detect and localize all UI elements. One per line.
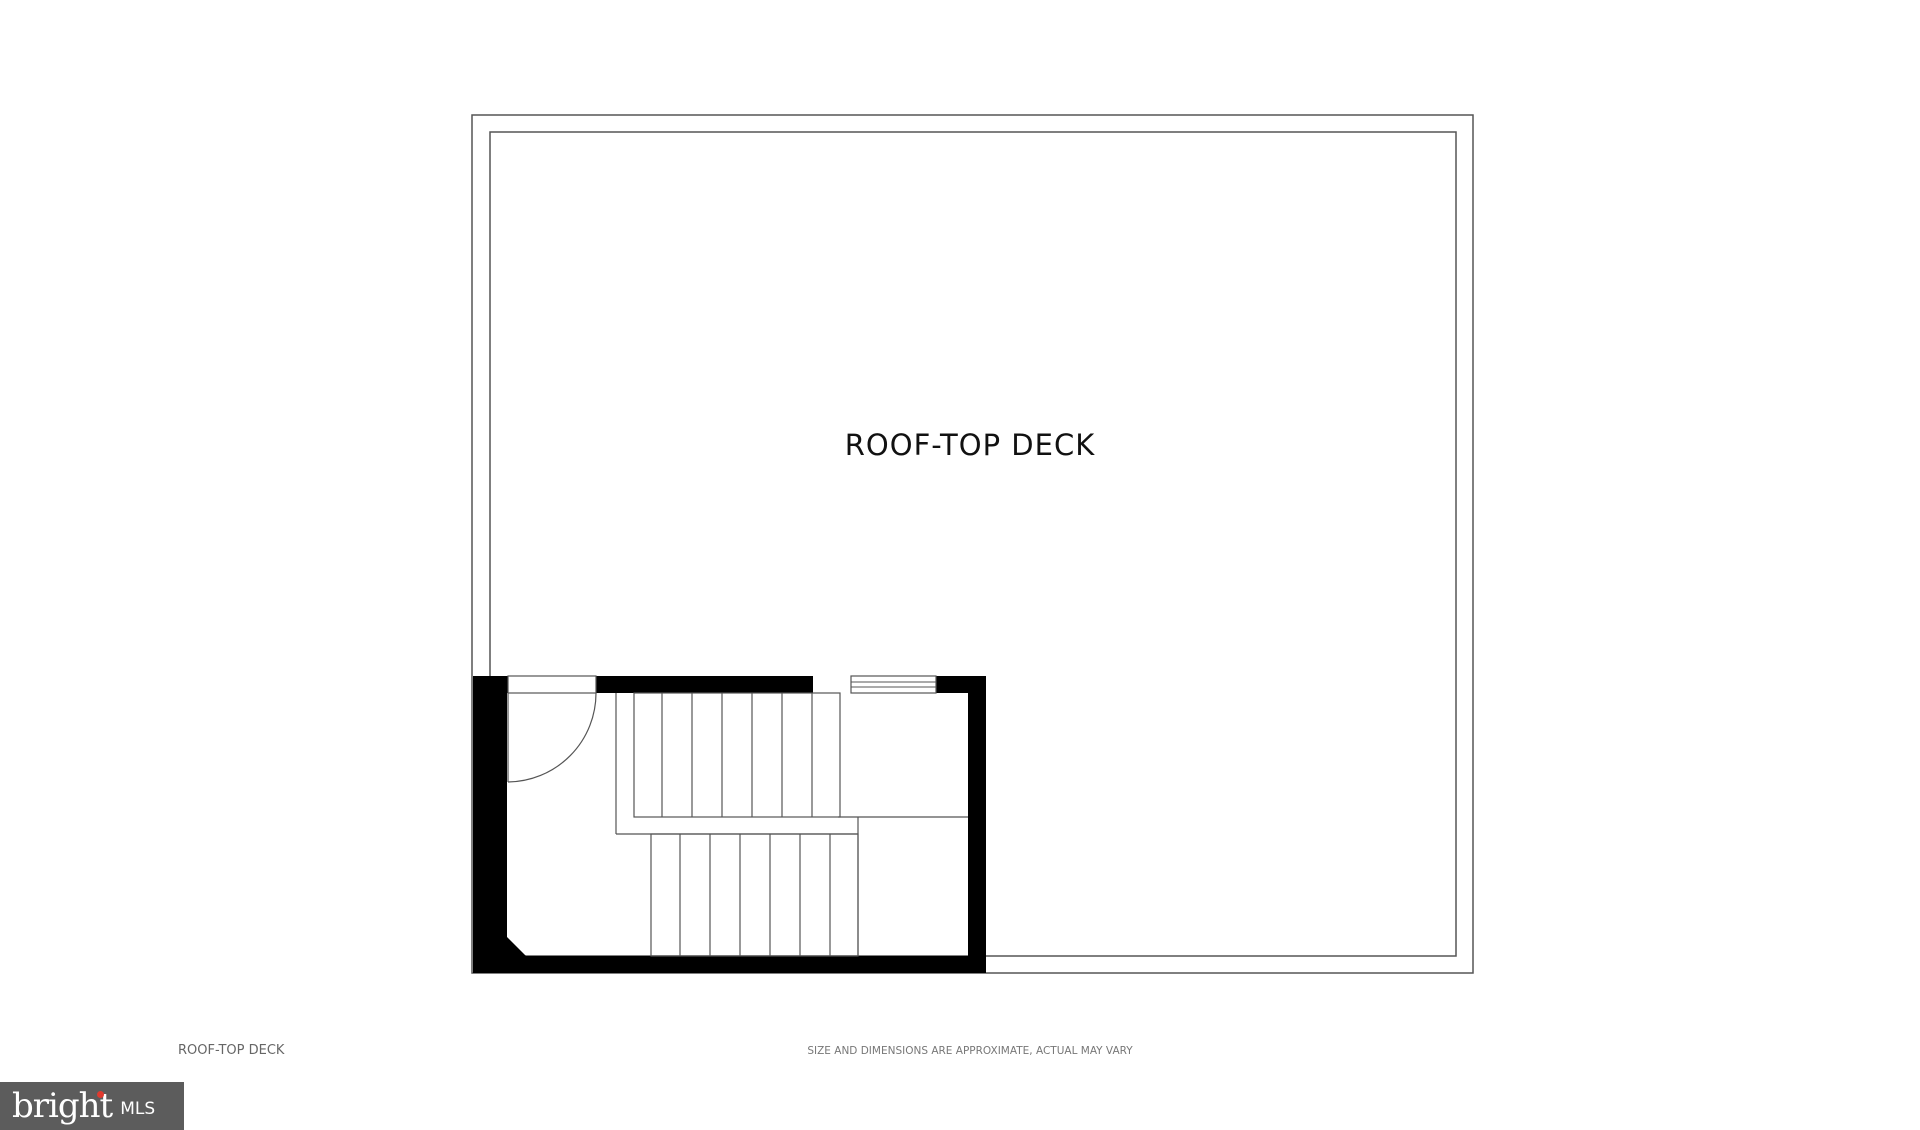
- door-swing-arc: [507, 692, 597, 783]
- logo-wordmark: bright: [12, 1086, 113, 1126]
- stair-landing-lines: [615, 693, 968, 956]
- logo-accent-dot: [97, 1091, 105, 1098]
- stair-enclosure-walls: [473, 676, 986, 973]
- logo-suffix: MLS: [120, 1099, 156, 1119]
- door-opening: [507, 675, 597, 694]
- disclaimer-caption: SIZE AND DIMENSIONS ARE APPROXIMATE, ACT…: [807, 1045, 1133, 1057]
- floor-caption: ROOF-TOP DECK: [178, 1043, 285, 1058]
- upper-stair-run: [633, 692, 841, 818]
- lower-stair-run: [650, 833, 859, 957]
- window: [850, 675, 937, 694]
- bright-mls-logo: bright MLS: [0, 1082, 184, 1130]
- room-label: ROOF-TOP DECK: [844, 428, 1096, 462]
